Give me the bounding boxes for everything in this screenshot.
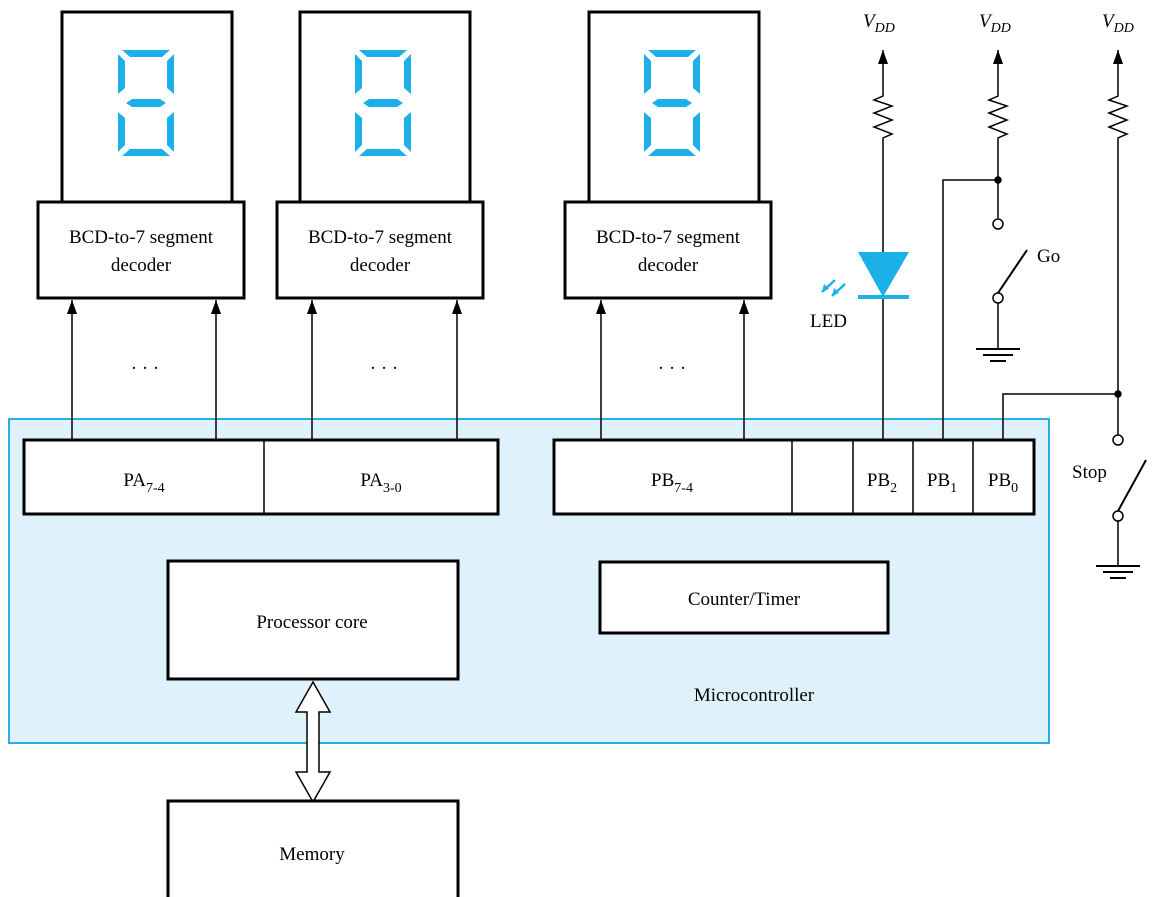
ground-icon [1096,565,1140,579]
port-pb0-label: PB0 [988,470,1018,496]
resistor-icon [986,70,1010,218]
counter-timer-label: Counter/Timer [688,589,801,610]
vdd-label: VDD [979,11,1011,36]
led-diode-icon [821,252,909,299]
ellipsis: · · · [131,358,159,379]
vdd-supply-3: VDD [1102,11,1134,70]
ellipsis: · · · [658,358,686,379]
resistor-icon [1106,70,1130,435]
vdd-label: VDD [1102,11,1134,36]
decoder-3: BCD-to-7 segment decoder [563,200,773,300]
vdd-supply-1: VDD [863,11,895,70]
processor-core: Processor core [166,559,460,681]
port-b: PB7-4 PB2 PB1 PB0 [552,438,1036,516]
ground-icon [976,348,1020,362]
decoder-label-line2: decoder [638,255,699,276]
port-a: PA7-4 PA3-0 [22,438,500,516]
led-label: LED [810,311,847,332]
port-pa-low-label: PA3-0 [360,470,401,496]
port-pb1-label: PB1 [927,470,957,496]
port-b-bus-lines [596,300,749,440]
stop-switch-label: Stop [1072,462,1107,483]
stop-switch-circuit [1002,390,1147,565]
digit-8-icon [118,50,174,156]
decoder-label-line1: BCD-to-7 segment [69,227,214,248]
seven-segment-display-3 [587,10,761,204]
digit-8-icon [644,50,700,156]
decoder-label-line2: decoder [111,255,172,276]
digit-8-icon [355,50,411,156]
port-a-bus-lines [67,300,462,440]
counter-timer: Counter/Timer [598,560,890,635]
resistor-icon [871,70,895,440]
vdd-label: VDD [863,11,895,36]
memory: Memory [166,799,460,897]
seven-segment-display-2 [298,10,472,204]
decoder-2: BCD-to-7 segment decoder [275,200,485,300]
ellipsis: · · · [370,358,398,379]
decoder-1: BCD-to-7 segment decoder [36,200,246,300]
port-pa-high-label: PA7-4 [123,470,164,496]
go-switch-circuit [942,176,1028,440]
decoder-label-line2: decoder [350,255,411,276]
port-pb2-label: PB2 [867,470,897,496]
seven-segment-display-1 [60,10,234,204]
decoder-label-line1: BCD-to-7 segment [596,227,741,248]
memory-label: Memory [279,844,345,865]
processor-core-label: Processor core [256,612,367,633]
decoder-label-line1: BCD-to-7 segment [308,227,453,248]
microcontroller-label: Microcontroller [694,685,815,706]
port-pb-high-label: PB7-4 [651,470,693,496]
vdd-supply-2: VDD [979,11,1011,70]
go-switch-label: Go [1037,246,1060,267]
